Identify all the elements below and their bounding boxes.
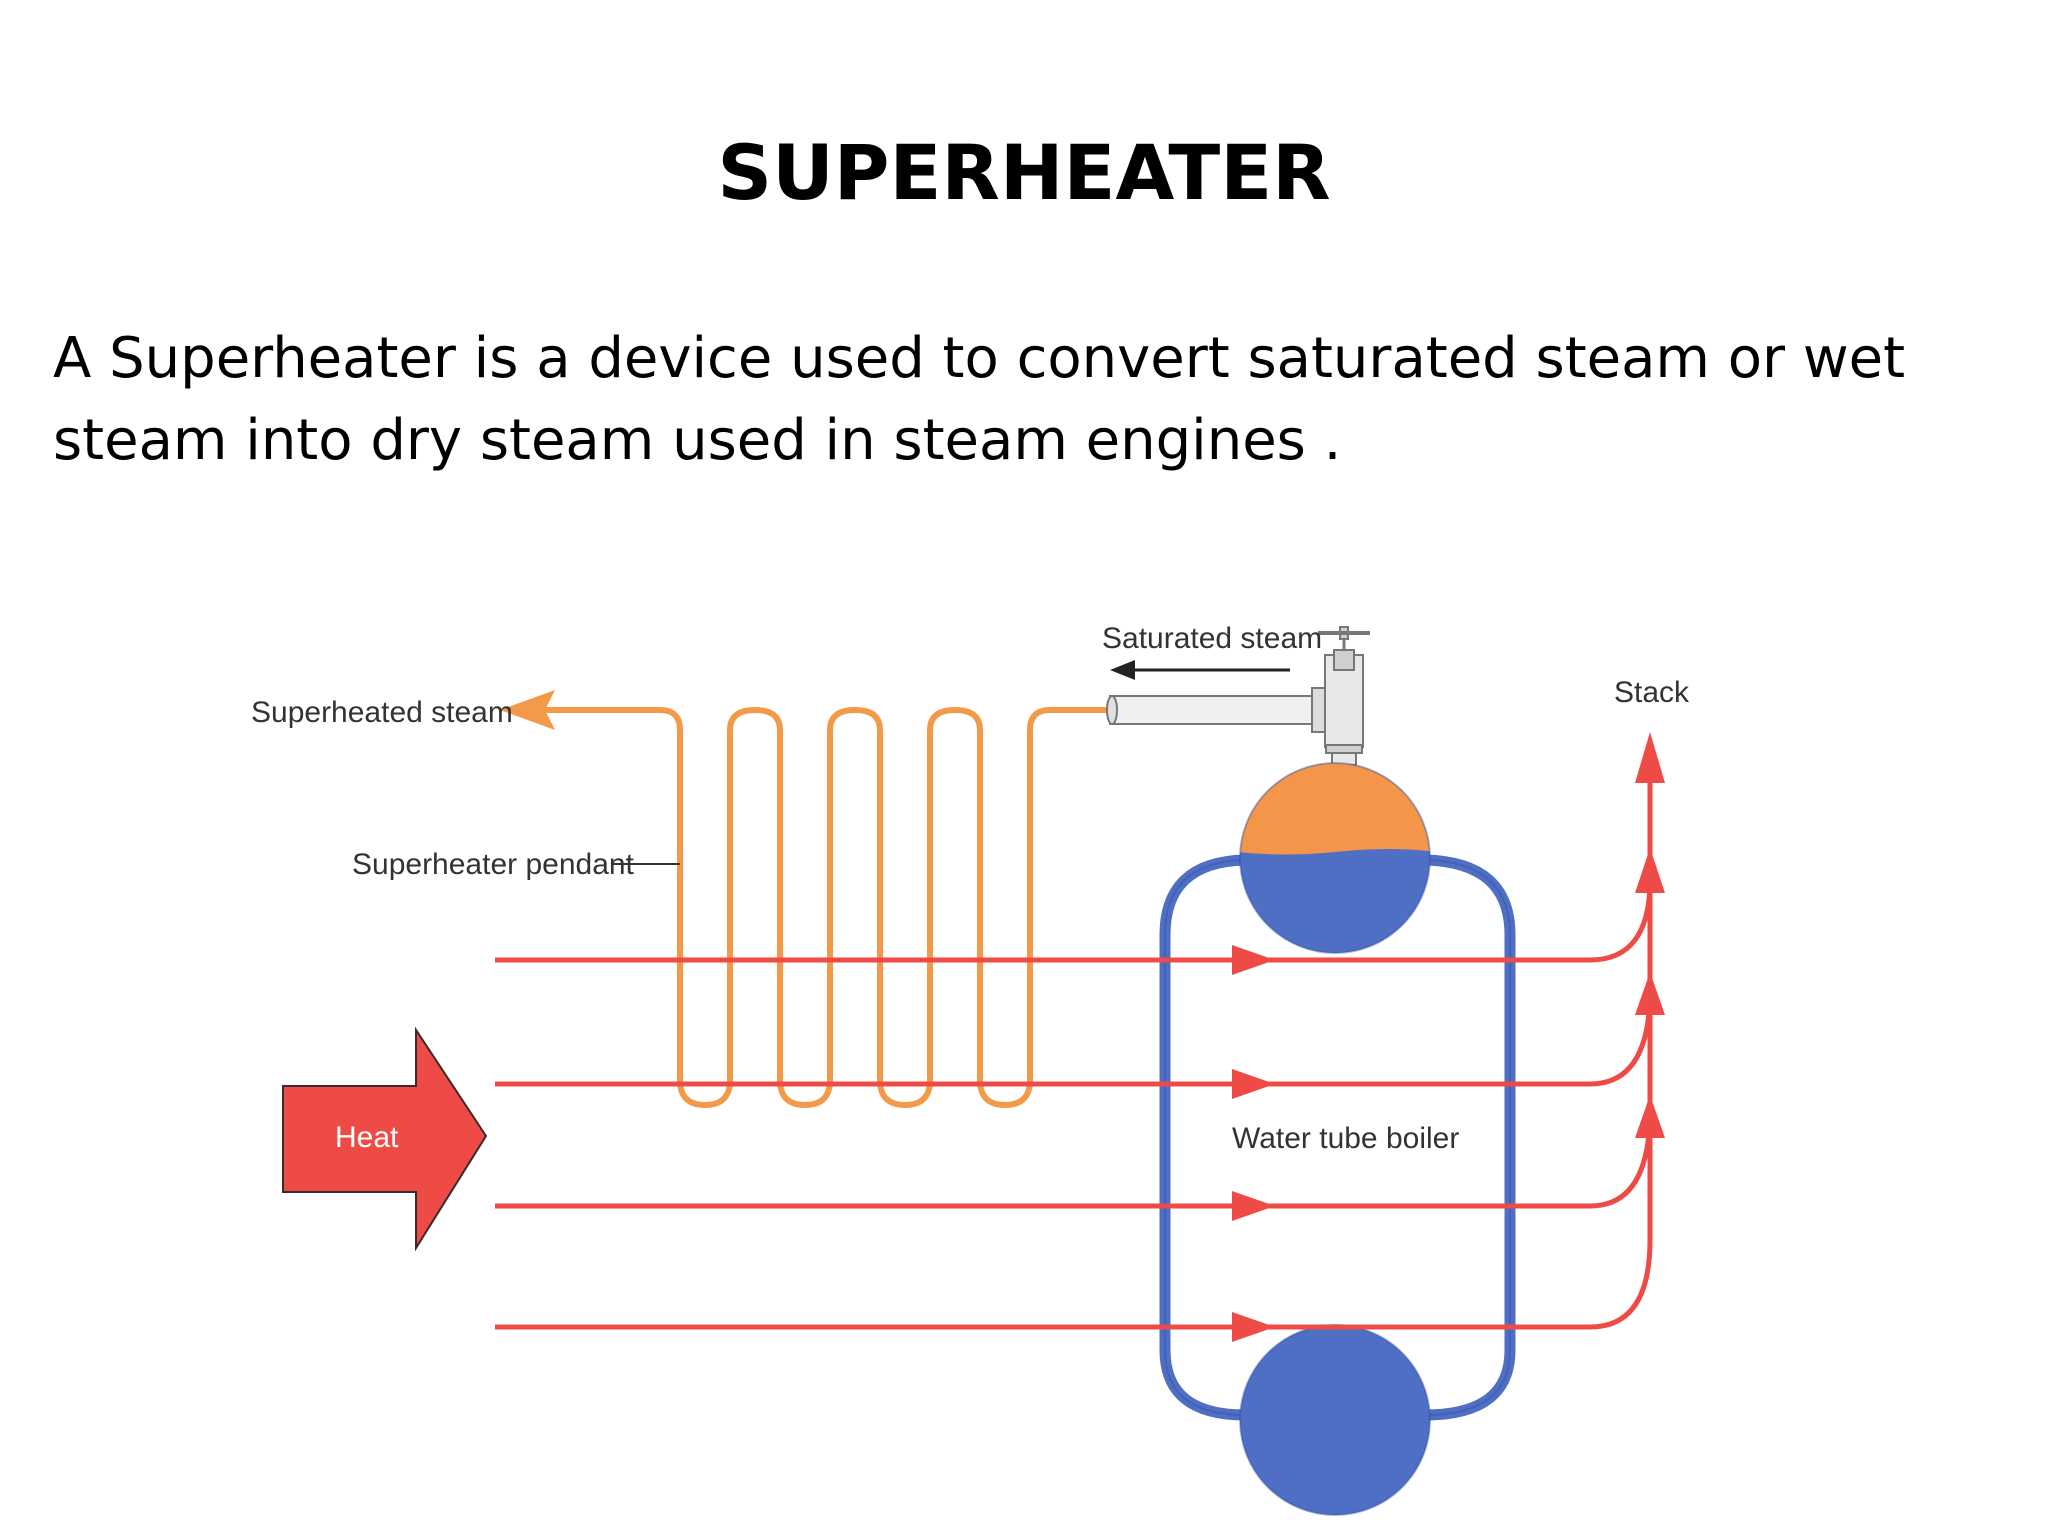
label-saturated-steam: Saturated steam [1102,622,1322,655]
label-heat: Heat [335,1121,399,1154]
heat-arrow [282,1026,488,1252]
water-tube-loop [1159,854,1246,1421]
saturated-steam-pipe [1109,695,1316,725]
slide-body-text: A Superheater is a device used to conver… [53,326,1906,473]
steam-drum [1239,762,1431,954]
superheater-pendant-pipe [537,707,1113,1108]
steam-valve-icon [1311,626,1370,766]
saturated-steam-flow-arrow [1110,660,1290,680]
label-water-tube-boiler: Water tube boiler [1232,1122,1459,1155]
superheated-steam-arrowhead [500,690,555,730]
label-superheater-pendant: Superheater pendant [352,848,635,881]
label-superheated-steam: Superheated steam [251,696,513,729]
stack-arrowheads [1635,732,1665,1138]
flue-gas-arrowheads [1232,945,1275,1342]
slide-title: SUPERHEATER [717,128,1331,217]
flue-gas-flow-lines [495,770,1653,1330]
mud-drum [1239,1324,1431,1516]
label-stack: Stack [1614,676,1690,709]
